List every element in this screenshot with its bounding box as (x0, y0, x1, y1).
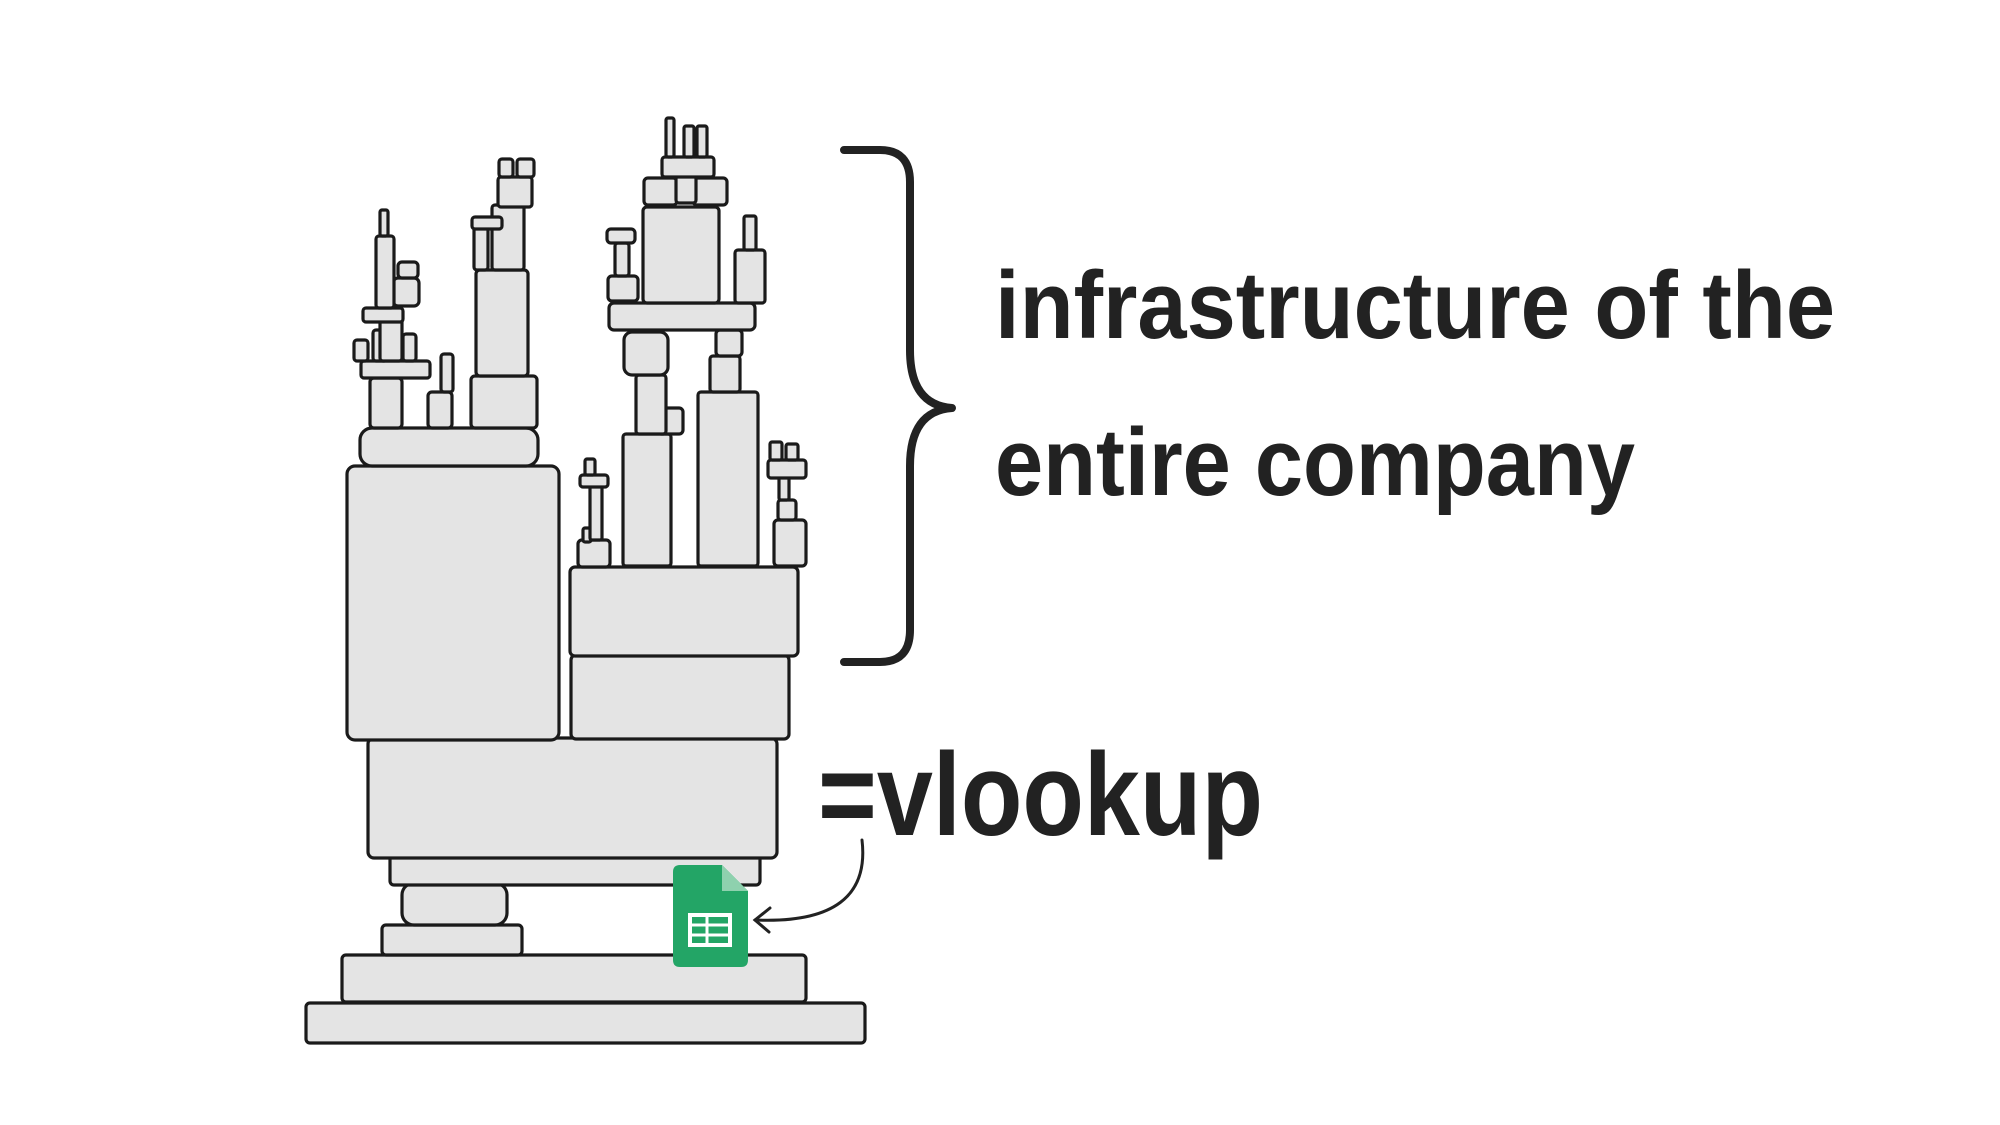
tower-block (391, 276, 421, 308)
tower-block (378, 208, 390, 238)
tower-block (470, 215, 504, 231)
tower-block (691, 176, 729, 207)
tower-block (583, 457, 597, 477)
tower-block (474, 268, 530, 378)
tower-block (568, 565, 800, 658)
label-infrastructure: infrastructure of the entire company (995, 252, 1835, 516)
tower-block (578, 473, 610, 489)
arrow-icon (752, 838, 865, 934)
tower-block (366, 736, 779, 860)
label-vlookup: =vlookup (818, 729, 1263, 861)
tower-block (569, 653, 791, 741)
tower-block (439, 352, 455, 394)
tower-block (378, 316, 404, 363)
tower-block (490, 203, 526, 272)
tower-block (396, 260, 420, 280)
tower-block (380, 923, 524, 957)
tower-block (613, 241, 631, 278)
label-line-1: infrastructure of the (995, 252, 1835, 359)
tower-block (497, 157, 515, 179)
tower-block (606, 274, 640, 303)
tower-block (642, 176, 679, 207)
tower-block (641, 205, 721, 305)
tower-block (401, 332, 418, 363)
tower-block (696, 390, 760, 568)
tower-block (352, 338, 370, 363)
tower-block (772, 518, 808, 568)
tower-block (660, 155, 716, 179)
tower-block (605, 227, 637, 245)
tower-block (664, 116, 676, 159)
tower-block (784, 442, 800, 462)
tower-block (345, 464, 561, 742)
block-tower (304, 116, 867, 1045)
tower-block (607, 301, 757, 332)
tower-block (496, 175, 534, 209)
tower-block (674, 174, 698, 205)
curly-brace (840, 146, 956, 666)
tower-block (576, 538, 612, 569)
tower-block (708, 354, 742, 394)
tower-block (368, 376, 404, 430)
tower-block (714, 328, 744, 358)
tower-block (622, 330, 670, 377)
label-line-2: entire company (995, 409, 1635, 516)
tower-block (426, 390, 454, 430)
tower-block (742, 214, 758, 252)
tower-block (733, 248, 767, 305)
tower-block (358, 426, 540, 468)
tower-block (776, 498, 798, 522)
tower-block (359, 359, 432, 380)
tower-block (634, 373, 668, 436)
tower-block (469, 374, 539, 430)
tower-block (515, 157, 536, 179)
tower-block (621, 432, 673, 568)
tower-block (400, 881, 509, 927)
tower-block (682, 124, 696, 159)
tower-block (766, 458, 808, 480)
tower-block (695, 124, 709, 159)
tower-block (768, 440, 784, 462)
tower-block (374, 234, 396, 310)
google-sheets-icon (673, 865, 748, 967)
tower-block (361, 306, 405, 324)
tower-block (588, 482, 604, 542)
tower-block (304, 1001, 867, 1045)
